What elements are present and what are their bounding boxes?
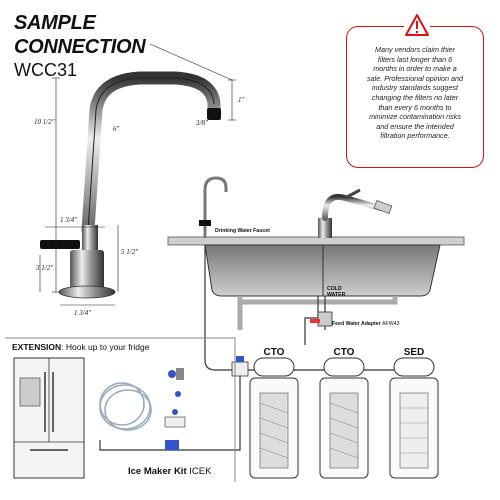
ice-maker-fittings bbox=[164, 368, 186, 450]
tubing-coil bbox=[99, 382, 152, 431]
dim-spout-drop: 1" bbox=[238, 96, 245, 104]
dim-spout-length: 6" bbox=[113, 125, 120, 133]
dim-height: 10 1/2" bbox=[34, 118, 55, 126]
drinking-faucet bbox=[199, 176, 228, 238]
cold-water-label: COLD WATER bbox=[327, 286, 346, 298]
ice-maker-kit-label: Ice Maker Kit ICEK bbox=[128, 466, 212, 477]
kitchen-faucet bbox=[318, 188, 393, 238]
dim-base-offset: 1 3/4" bbox=[60, 216, 78, 224]
title-line-1: SAMPLE bbox=[14, 12, 96, 34]
dim-base-width: 1 3/4" bbox=[74, 309, 92, 317]
dim-base-height: 3 1/2" bbox=[36, 264, 54, 272]
dimension-lines bbox=[39, 43, 236, 306]
fridge-illustration bbox=[13, 357, 85, 479]
feed-water-adapter-valve bbox=[310, 311, 333, 327]
tee-connector bbox=[231, 356, 249, 377]
drain-pipes bbox=[237, 296, 398, 330]
warning-box: Many vendors claim thier filters last lo… bbox=[346, 13, 484, 168]
filter-label-2: CTO bbox=[333, 347, 355, 358]
dim-tip: 3/8" bbox=[196, 119, 208, 127]
filter-3 bbox=[389, 357, 439, 479]
exclamation-triangle-icon bbox=[404, 13, 430, 37]
filter-1 bbox=[249, 357, 299, 479]
warning-text: Many vendors claim thier filters last lo… bbox=[367, 45, 463, 141]
title-line-2: CONNECTION bbox=[14, 36, 146, 58]
filter-label-1: CTO bbox=[263, 347, 285, 358]
countertop bbox=[167, 236, 465, 246]
dim-lever-height: 5 1/2" bbox=[121, 248, 139, 256]
filter-housings bbox=[249, 357, 439, 479]
drinking-faucet-label: Drinking Water Faucet bbox=[215, 228, 270, 234]
feed-adapter-label: Feed Water Adapter AFW43 bbox=[332, 321, 400, 327]
faucet-illustration bbox=[40, 71, 221, 299]
extension-heading: EXTENSION: Hook up to your fridge bbox=[12, 342, 150, 352]
filter-2 bbox=[319, 357, 369, 479]
model-number: WCC31 bbox=[14, 60, 78, 80]
filter-label-3: SED bbox=[403, 347, 425, 358]
extension-frame bbox=[5, 337, 236, 482]
